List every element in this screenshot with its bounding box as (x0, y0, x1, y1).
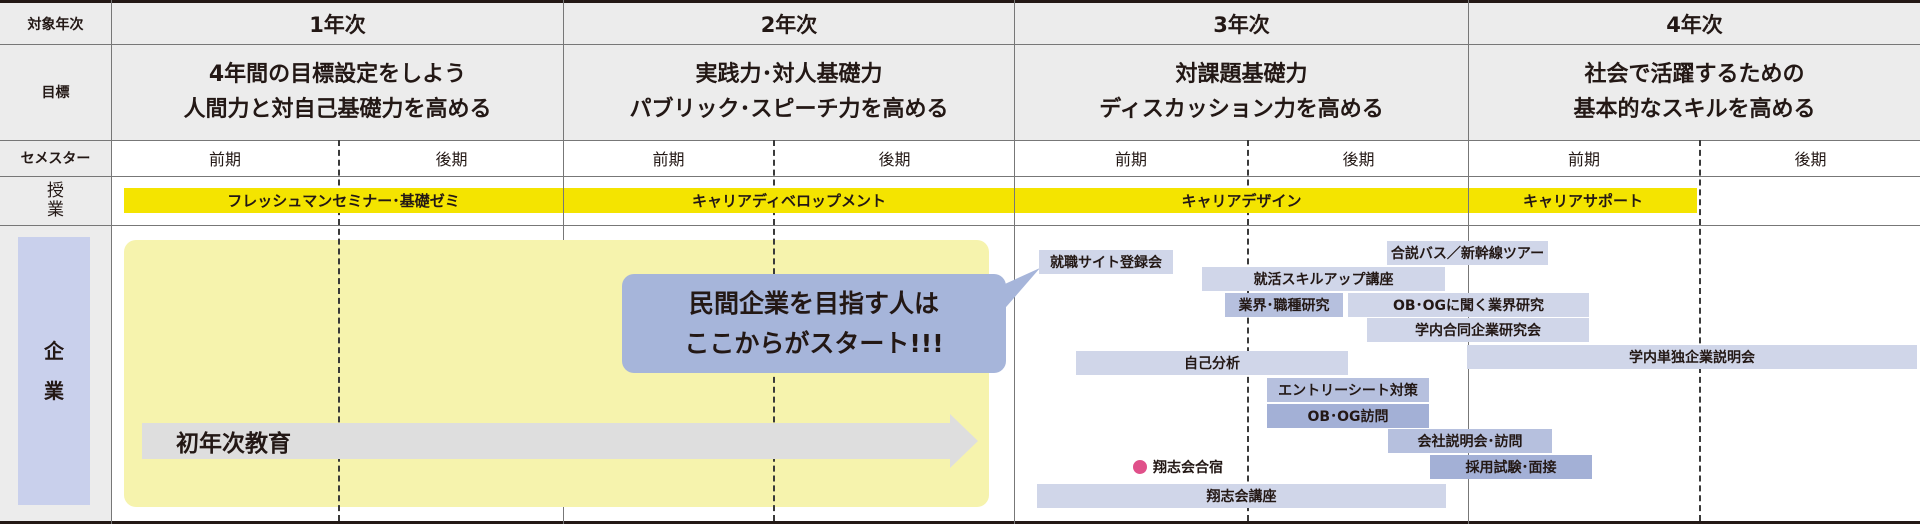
activity-obog-industry: OB･OGに聞く業界研究 (1348, 293, 1589, 317)
row-divider (0, 176, 1920, 177)
company-sidebar-box: 企 業 (18, 237, 90, 505)
activity-entry-sheet: エントリーシート対策 (1267, 378, 1429, 402)
semester-divider (338, 140, 340, 521)
row-label-class-char: 業 (47, 199, 64, 220)
column-divider (111, 0, 112, 524)
first-year-arrow (142, 414, 978, 468)
row-divider (0, 44, 1920, 45)
activity-obog-visit: OB･OG訪問 (1267, 404, 1429, 428)
header-background (0, 3, 1920, 140)
goal-line: 社会で活躍するための (1584, 62, 1805, 87)
company-label-char: 企 (44, 339, 64, 363)
goal-year-3: 対課題基礎力 ディスカッション力を高める (1015, 44, 1468, 140)
semester-first: 前期 (652, 150, 685, 169)
semester-divider (1247, 140, 1249, 521)
camp-dot-icon (1133, 460, 1147, 474)
semester-first: 前期 (1567, 150, 1600, 169)
goal-line: ディスカッション力を高める (1099, 97, 1384, 122)
activity-single-briefing: 学内単独企業説明会 (1467, 345, 1917, 369)
semester-second: 後期 (435, 150, 468, 169)
year-header-2: 2年次 (760, 12, 818, 37)
course-bar-freshman: フレッシュマンセミナー･基礎ゼミ (124, 188, 563, 213)
goal-line: 人間力と対自己基礎力を高める (183, 97, 492, 122)
row-label-class: 授 業 (0, 176, 111, 225)
activity-job-site: 就職サイト登録会 (1039, 250, 1173, 274)
arrow-shape (142, 414, 978, 468)
semester-second: 後期 (1794, 150, 1827, 169)
row-divider (0, 225, 1920, 226)
course-bar-career-development: キャリアディベロップメント (564, 188, 1014, 213)
activity-self-analysis: 自己分析 (1076, 351, 1348, 375)
semester-divider (1699, 140, 1701, 521)
semester-first: 前期 (208, 150, 241, 169)
activity-camp: 翔志会合宿 (1133, 456, 1223, 478)
activity-camp-label: 翔志会合宿 (1153, 460, 1223, 476)
activity-lecture: 翔志会講座 (1037, 484, 1446, 508)
goal-year-2: 実践力･対人基礎力 パブリック･スピーチ力を高める (564, 44, 1014, 140)
row-divider (0, 140, 1920, 141)
column-divider (1014, 0, 1015, 524)
row-label-target-year: 対象年次 (27, 16, 84, 33)
goal-line: パブリック･スピーチ力を高める (629, 97, 949, 122)
row-label-semester: セメスター (20, 151, 91, 167)
goal-year-4: 社会で活躍するための 基本的なスキルを高める (1469, 44, 1920, 140)
year-header-1: 1年次 (309, 12, 366, 37)
bottom-border (0, 521, 1920, 524)
callout-line: 民間企業を目指す人は (688, 288, 939, 318)
callout-tail (996, 268, 1040, 314)
activity-briefing-bus: 合説バス／新幹線ツアー (1387, 241, 1548, 265)
goal-line: 対課題基礎力 (1175, 62, 1308, 87)
semester-first: 前期 (1114, 150, 1147, 169)
activity-industry-research: 業界･職種研究 (1225, 293, 1343, 317)
callout-line: ここからがスタート!!! (684, 328, 944, 358)
first-year-arrow-label: 初年次教育 (176, 431, 291, 457)
semester-second: 後期 (1342, 150, 1375, 169)
callout-bubble: 民間企業を目指す人は ここからがスタート!!! (622, 274, 1006, 373)
activity-exam-interview: 採用試験･面接 (1430, 455, 1592, 479)
activity-joint-research: 学内合同企業研究会 (1367, 318, 1589, 342)
company-label-char: 業 (44, 379, 64, 403)
goal-line: 実践力･対人基礎力 (695, 62, 883, 87)
semester-second: 後期 (878, 150, 911, 169)
goal-line: 4年間の目標設定をしよう (208, 62, 467, 87)
callout-tail-shape (996, 268, 1040, 314)
row-label-class-char: 授 (47, 180, 64, 201)
course-bar-career-design: キャリアデザイン (1015, 188, 1468, 213)
goal-line: 基本的なスキルを高める (1573, 97, 1816, 122)
year-header-3: 3年次 (1213, 12, 1270, 37)
activity-skill-up: 就活スキルアップ講座 (1202, 267, 1445, 291)
goal-year-1: 4年間の目標設定をしよう 人間力と対自己基礎力を高める (112, 44, 563, 140)
year-header-4: 4年次 (1666, 12, 1723, 37)
course-bar-career-support: キャリアサポート (1469, 188, 1697, 213)
row-label-goal: 目標 (41, 85, 70, 101)
top-border (0, 0, 1920, 3)
activity-company-visit: 会社説明会･訪問 (1388, 429, 1552, 453)
